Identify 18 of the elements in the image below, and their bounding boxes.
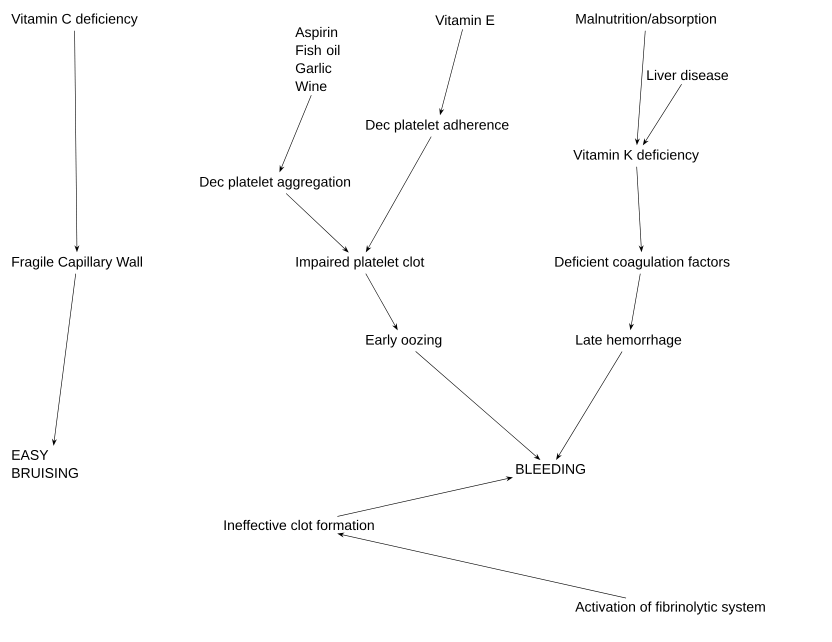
text-label: Malnutrition/absorption [576, 13, 716, 27]
text-label: Early oozing [366, 334, 442, 348]
text-label: Dec platelet aggregation [200, 176, 350, 190]
text-label: Impaired platelet clot [296, 256, 424, 270]
text-label: Deficient coagulation factors [555, 256, 730, 270]
text-label: Activation of fibrinolytic system [575, 601, 765, 615]
text-label: Aspirin Fish oil Garlic Wine [295, 26, 340, 92]
text-label: EASY BRUISING [12, 450, 78, 478]
text-label: Vitamin C deficiency [11, 13, 138, 27]
text-label: Fragile Capillary Wall [12, 256, 142, 270]
text-label: Vitamin K deficiency [573, 149, 699, 163]
text-label: Dec platelet adherence [366, 119, 509, 133]
text-label: Liver disease [647, 70, 728, 80]
text-label: Ineffective clot formation [224, 520, 374, 530]
text-label: BLEEDING [516, 464, 585, 474]
arrow [556, 351, 622, 460]
text-label: Late hemorrhage [576, 334, 682, 348]
text-label: Vitamin E [435, 14, 494, 26]
